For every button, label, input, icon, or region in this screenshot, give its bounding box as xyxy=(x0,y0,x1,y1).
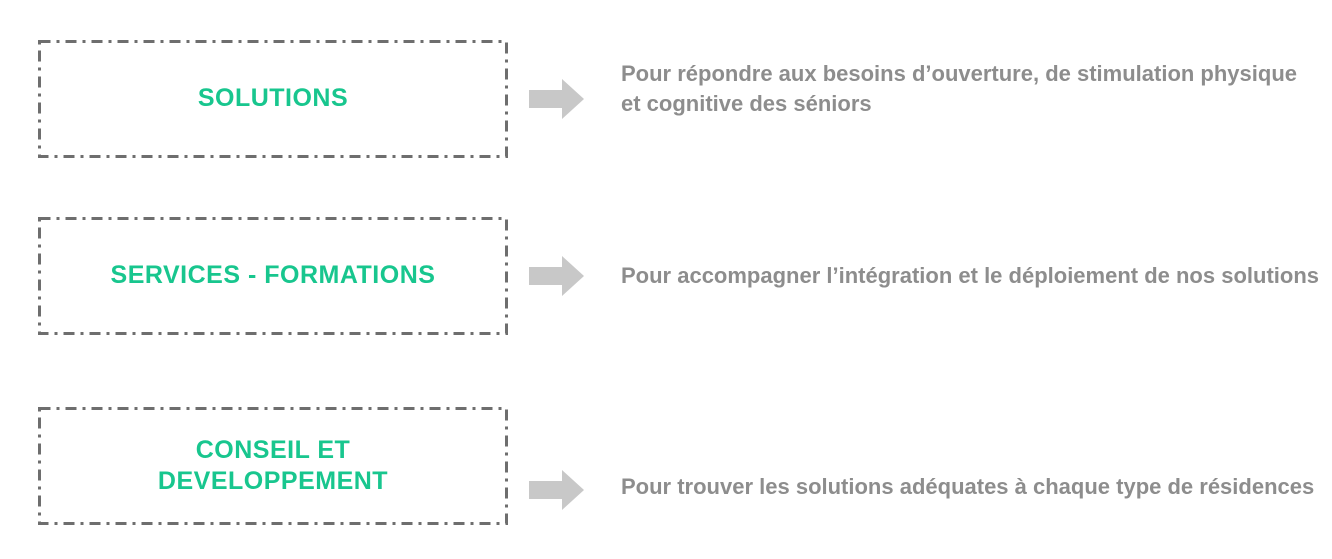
category-description: Pour répondre aux besoins d’ouverture, d… xyxy=(621,61,1298,116)
arrow-right-icon xyxy=(529,470,584,510)
diagram-row-solutions: SOLUTIONS Pour répondre aux besoins d’ou… xyxy=(38,40,1321,158)
diagram-row-services-formations: SERVICES - FORMATIONS Pour accompagner l… xyxy=(38,217,1319,335)
diagram-row-conseil-developpement: CONSEIL ET DEVELOPPEMENT Pour trouver le… xyxy=(38,407,1314,525)
category-description: Pour trouver les solutions adéquates à c… xyxy=(621,474,1315,499)
category-box-conseil-developpement: CONSEIL ET DEVELOPPEMENT xyxy=(38,407,508,525)
category-box-solutions: SOLUTIONS xyxy=(38,40,508,158)
category-label: SOLUTIONS xyxy=(197,84,349,113)
dashed-border xyxy=(38,40,508,158)
arrow-right-icon xyxy=(529,256,584,296)
category-description: Pour accompagner l’intégration et le dép… xyxy=(621,263,1319,288)
category-label: CONSEIL ET DEVELOPPEMENT xyxy=(157,435,389,495)
category-box-services-formations: SERVICES - FORMATIONS xyxy=(38,217,508,335)
category-label: SERVICES - FORMATIONS xyxy=(110,261,436,290)
dashed-border xyxy=(38,407,508,525)
arrow-right-icon xyxy=(529,79,584,119)
dashed-border xyxy=(38,217,508,335)
